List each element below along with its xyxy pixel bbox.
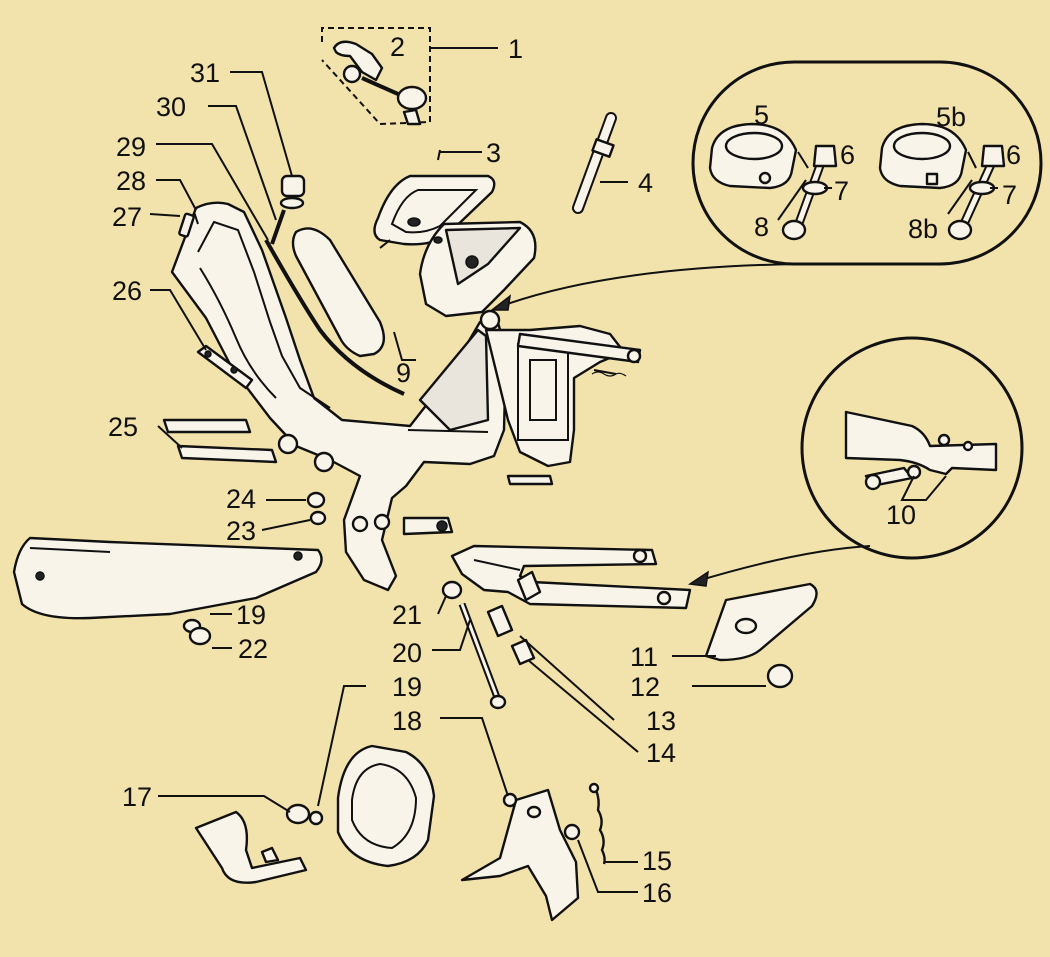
handle-kit-1 [321,27,431,126]
label-12: 12 [630,672,660,702]
bolt-8b-head [947,219,973,241]
nut-6a [812,144,838,168]
bolt-16 [563,823,581,841]
filler-cap-31 [280,174,306,198]
steering-head-gusset [418,328,490,432]
center-stand [450,544,692,610]
washer-23 [309,510,327,526]
label-29: 29 [116,132,146,162]
label-10: 10 [886,500,916,530]
label-31: 31 [190,58,220,88]
bolt-8-head [781,219,807,241]
label-7b: 7 [1002,180,1017,210]
label-6a: 6 [840,140,855,170]
label-2: 2 [390,32,405,62]
clamp-detail-inset [691,60,1043,266]
clamp-5-bore [724,131,784,161]
washer-19b [308,810,324,826]
trim-strip-25b [176,444,278,464]
label-26: 26 [112,276,142,306]
label-6b: 6 [1006,140,1021,170]
trim-strip-25a [162,418,252,434]
spacer-14 [510,638,536,666]
label-19a: 19 [236,600,266,630]
callout-labels: 1 2 3 4 5 5b 6 6 7 7 8 8b 9 10 11 12 13 … [108,32,1021,908]
spring-15 [588,782,600,794]
label-4: 4 [638,168,653,198]
nut-6b [980,144,1006,168]
label-24: 24 [226,484,256,514]
label-14: 14 [646,738,676,768]
leader-lines [149,47,998,893]
label-3: 3 [486,138,501,168]
label-17: 17 [122,782,152,812]
label-9: 9 [396,358,411,388]
label-23: 23 [226,516,256,546]
arrow-to-clamp-inset [495,262,843,309]
cap-12 [766,663,794,689]
bolt-20 [489,694,507,710]
label-13: 13 [646,706,676,736]
chain-guard [194,810,308,884]
side-stand-18 [460,788,580,922]
label-5: 5 [754,100,769,130]
label-8b: 8b [908,214,938,244]
main-frame [170,201,642,592]
fork-tube-end [844,410,998,476]
foot-rest-bar [516,332,642,364]
lever-2 [332,40,384,82]
label-22: 22 [238,634,268,664]
label-25: 25 [108,412,138,442]
side-cover [12,536,323,620]
nut-24 [306,491,326,509]
cover-plate-11 [704,582,818,662]
spacer-13 [486,604,514,638]
strip-panel-9 [291,227,386,358]
pin-4 [572,112,617,214]
clip-27 [178,212,195,238]
label-7a: 7 [834,176,849,206]
arrow-to-fork-inset [693,545,871,583]
label-19b: 19 [392,672,422,702]
nut-21 [441,580,463,600]
label-15: 15 [642,846,672,876]
screw-17 [285,803,311,825]
knob [396,85,428,111]
label-18: 18 [392,706,422,736]
label-1: 1 [508,34,523,64]
label-16: 16 [642,878,672,908]
label-20: 20 [392,638,422,668]
label-30: 30 [156,92,186,122]
fork-detail-inset [800,336,1024,560]
label-27: 27 [112,202,142,232]
bracket-26 [196,344,254,390]
screw-22 [188,626,212,646]
label-28: 28 [116,166,146,196]
label-21: 21 [392,600,422,630]
side-panel-3 [373,174,496,246]
label-5b: 5b [936,102,966,132]
label-11: 11 [630,642,658,672]
washer-7a [801,180,829,196]
label-8: 8 [754,212,769,242]
